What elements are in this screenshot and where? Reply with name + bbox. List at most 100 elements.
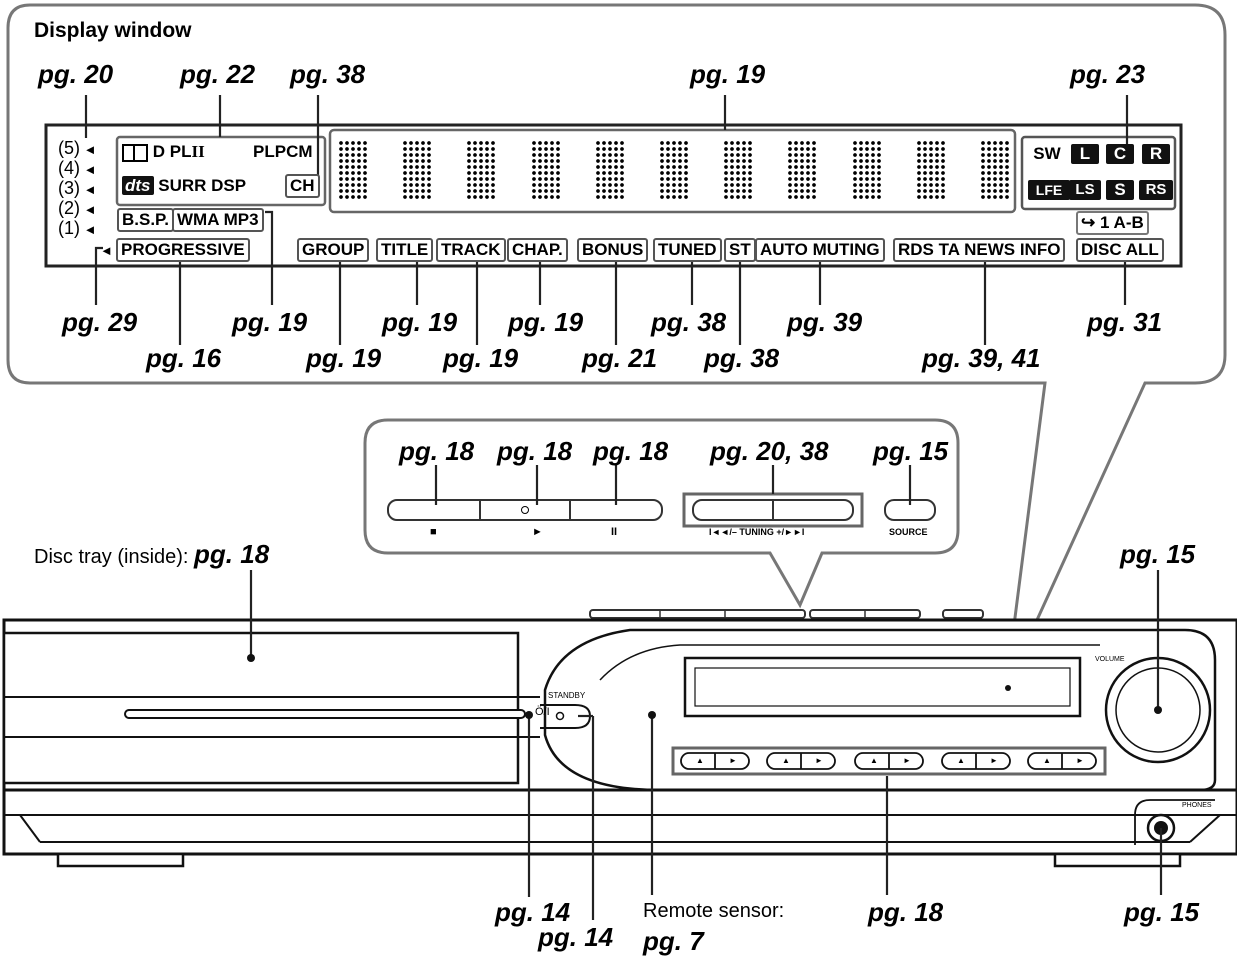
display-panel-frame (44, 123, 1183, 268)
ref-bonus: pg. 21 (582, 343, 658, 373)
ref-disc: pg. 31 (1087, 307, 1163, 337)
st-indicator: ST (724, 238, 756, 262)
dolby-dd-icon (122, 143, 148, 162)
play-disc-button-1[interactable]: ► (729, 756, 737, 765)
ref-volume: pg. 15 (1120, 539, 1196, 569)
play-button[interactable]: ► (532, 526, 543, 538)
speaker-frame (1020, 135, 1177, 211)
dts-row: dts SURR DSP (122, 176, 246, 196)
ref-speakers: pg. 23 (1070, 59, 1146, 89)
disc-tray-label: Disc tray (inside): pg. 18 (34, 539, 270, 569)
ref-track: pg. 19 (443, 343, 519, 373)
volume-label: VOLUME (1095, 656, 1125, 663)
source-button[interactable]: SOURCE (889, 527, 928, 537)
ref-st: pg. 38 (704, 343, 780, 373)
dot-char-3 (466, 140, 497, 200)
indicator-4: (4) ◄ (58, 158, 97, 178)
ch-indicator: CH (285, 174, 320, 198)
display-window-title: Display window (34, 19, 192, 42)
lfe-indicator: LFE (1028, 180, 1070, 200)
play-disc-button-3[interactable]: ► (903, 756, 911, 765)
dot-matrix (338, 140, 1010, 204)
eject-buttons: ▲ ► ▲ ► ▲ ► ▲ ► ▲ ► (681, 753, 1096, 769)
pause-button[interactable]: II (611, 526, 618, 538)
standby-label: STANDBY (548, 691, 586, 700)
eject-button-3[interactable]: ▲ (870, 756, 878, 765)
repeat-icon: ↪ (1081, 213, 1096, 232)
progressive-indicator: PROGRESSIVE (116, 238, 250, 262)
front-oval (543, 628, 1217, 792)
repeat-indicator: ↪ 1 A-B (1076, 211, 1149, 235)
tuned-indicator: TUNED (653, 238, 722, 262)
indicator-5: (5) ◄ (58, 138, 97, 158)
dot-char-6 (658, 140, 689, 200)
dot-char-2 (402, 140, 433, 200)
sw-indicator: SW (1033, 144, 1061, 163)
play-disc-button-2[interactable]: ► (815, 756, 823, 765)
auto-muting-indicator: AUTO MUTING (755, 238, 885, 262)
ref-phones: pg. 15 (1124, 897, 1200, 927)
ref-source: pg. 15 (873, 436, 949, 466)
play-disc-button-4[interactable]: ► (990, 756, 998, 765)
tuning-button[interactable]: I◄◄/– TUNING +/►►I (709, 527, 805, 537)
phones-jack[interactable] (1148, 815, 1174, 841)
group-indicator: GROUP (297, 238, 370, 262)
front-display (683, 656, 1082, 718)
ref-standby: pg. 14 (538, 922, 614, 952)
pl-pcm: PLPCM (253, 142, 313, 161)
wma-mp3-indicator: WMA MP3 (172, 208, 264, 232)
ref-group: pg. 19 (306, 343, 382, 373)
ref-eject-buttons: pg. 18 (868, 897, 944, 927)
ref-tuned: pg. 38 (651, 307, 727, 337)
ls-indicator: LS (1069, 180, 1101, 200)
power-button[interactable]: Ö/I (535, 706, 550, 718)
ref-progressive: pg. 16 (146, 343, 222, 373)
ref-ch: pg. 38 (290, 59, 366, 89)
ref-power: pg. 14 (495, 897, 571, 927)
rds-indicator: RDS TA NEWS INFO (893, 238, 1066, 262)
ref-chap: pg. 19 (508, 307, 584, 337)
progressive-arrow: ◄ (100, 243, 113, 258)
dot-char-1 (338, 140, 368, 200)
eject-button-5[interactable]: ▲ (1043, 756, 1051, 765)
indicator-1: (1) ◄ (58, 218, 97, 238)
rs-indicator: RS (1139, 180, 1173, 200)
eject-button-4[interactable]: ▲ (957, 756, 965, 765)
eject-button-1[interactable]: ▲ (696, 756, 704, 765)
phones-label: PHONES (1182, 802, 1212, 809)
chap-indicator: CHAP. (507, 238, 568, 262)
ref-rds: pg. 39, 41 (922, 343, 1041, 373)
ref-dot-matrix: pg. 19 (690, 59, 766, 89)
volume-knob[interactable] (1116, 668, 1200, 752)
title-indicator: TITLE (376, 238, 434, 262)
indicator-3: (3) ◄ (58, 178, 97, 198)
stop-button[interactable]: ■ (430, 526, 437, 538)
ref-disc-tray: pg. 18 (194, 539, 270, 569)
ref-wma: pg. 19 (232, 307, 308, 337)
bsp-indicator: B.S.P. (117, 208, 174, 232)
ref-bsp: pg. 29 (62, 307, 138, 337)
ref-stop: pg. 18 (399, 436, 475, 466)
ref-title: pg. 19 (382, 307, 458, 337)
dot-char-11 (979, 140, 1010, 200)
l-indicator: L (1071, 144, 1099, 164)
c-indicator: C (1106, 144, 1134, 164)
dot-char-4 (530, 140, 561, 200)
track-indicator: TRACK (436, 238, 506, 262)
ref-auto-muting: pg. 39 (787, 307, 863, 337)
dot-char-5 (594, 140, 625, 200)
disc-tray-shape (2, 631, 520, 785)
eject-button-2[interactable]: ▲ (782, 756, 790, 765)
play-led-icon (521, 506, 529, 514)
remote-sensor-label: Remote sensor: (643, 900, 785, 922)
dot-char-9 (851, 140, 882, 200)
number-indicators: (5) ◄ (4) ◄ (3) ◄ (2) ◄ (1) ◄ (58, 138, 116, 238)
play-disc-button-5[interactable]: ► (1076, 756, 1084, 765)
ref-pause: pg. 18 (593, 436, 669, 466)
dot-char-7 (723, 140, 754, 200)
dot-char-8 (787, 140, 818, 200)
ref-remote-sensor: pg. 7 (643, 926, 704, 956)
dolby-logo: D PLII (122, 142, 205, 162)
disc-all-indicator: DISC ALL (1076, 238, 1164, 262)
s-indicator: S (1106, 180, 1134, 200)
